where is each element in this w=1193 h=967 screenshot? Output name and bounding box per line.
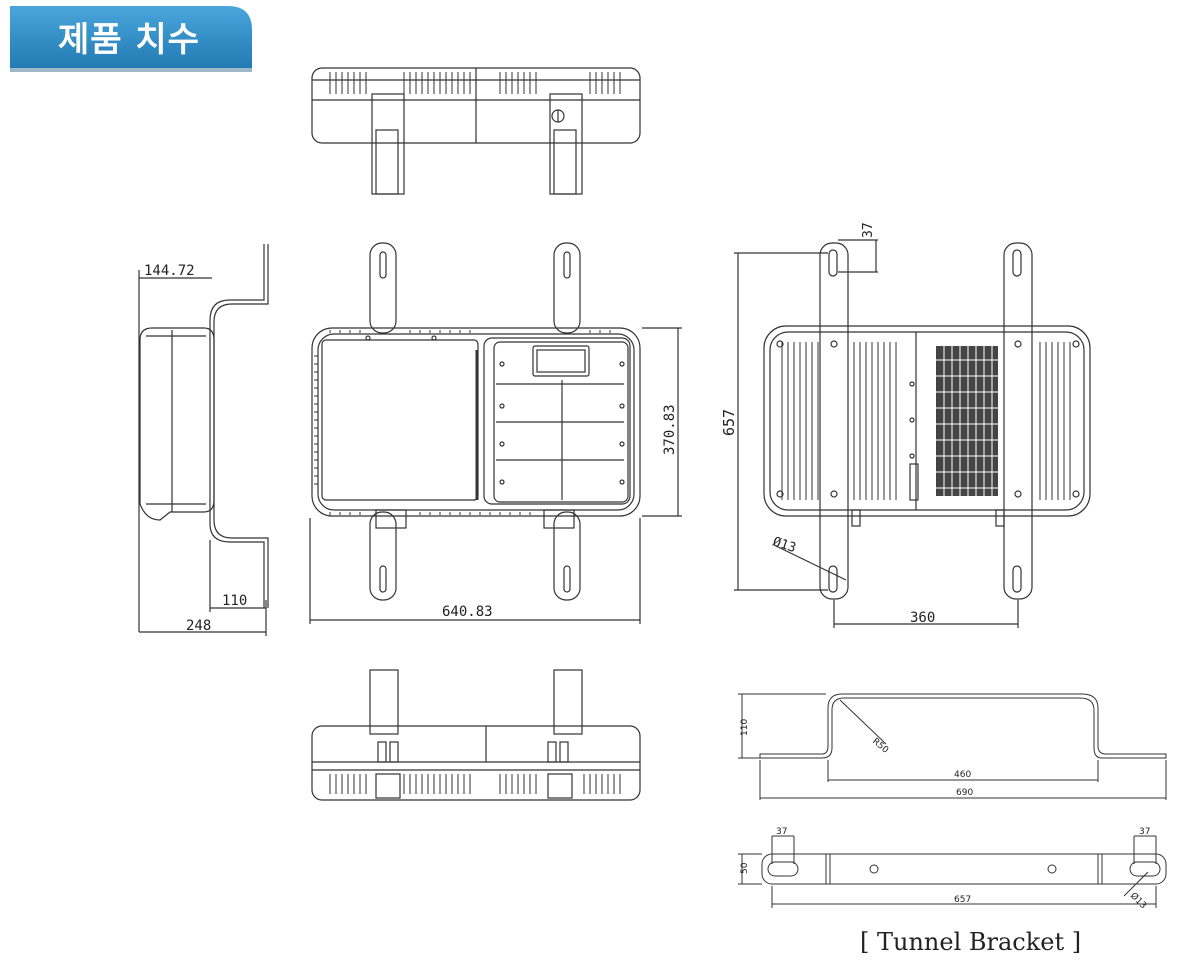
dim-back-hole: Ø13 xyxy=(771,535,798,557)
dim-bracket-inner: 460 xyxy=(954,770,971,780)
bracket-top-view xyxy=(738,835,1167,908)
dim-bracket-slot-right: 37 xyxy=(1139,827,1150,837)
dim-front-height: 370.83 xyxy=(662,404,678,455)
section-title-tab xyxy=(10,6,252,72)
dim-bracket-width: 50 xyxy=(740,862,750,874)
dim-bracket-hole: Ø13 xyxy=(1128,890,1149,911)
dim-back-slot: 37 xyxy=(861,222,876,238)
dim-front-width: 640.83 xyxy=(442,604,493,620)
bracket-side-view xyxy=(738,693,1167,800)
dim-side-depth: 248 xyxy=(186,618,211,634)
dim-bracket-height: 110 xyxy=(740,719,750,736)
dim-bracket-length: 657 xyxy=(954,895,971,905)
dim-side-bottom: 110 xyxy=(222,593,247,609)
dim-back-height: 657 xyxy=(720,409,738,436)
tunnel-bracket-caption: [ Tunnel Bracket ] xyxy=(860,928,1082,956)
dim-bracket-radius: R50 xyxy=(870,737,890,756)
title-tab-shape xyxy=(10,6,252,72)
dim-back-spacing: 360 xyxy=(910,610,935,626)
side-view xyxy=(138,244,269,636)
bottom-view xyxy=(311,669,641,801)
front-view xyxy=(309,242,682,624)
dim-side-top: 144.72 xyxy=(144,263,195,279)
page-title: 제품 치수 xyxy=(58,20,200,60)
back-view xyxy=(734,239,1091,628)
top-view xyxy=(311,67,641,195)
dim-bracket-slot-left: 37 xyxy=(776,827,787,837)
dim-bracket-total: 690 xyxy=(956,788,973,798)
